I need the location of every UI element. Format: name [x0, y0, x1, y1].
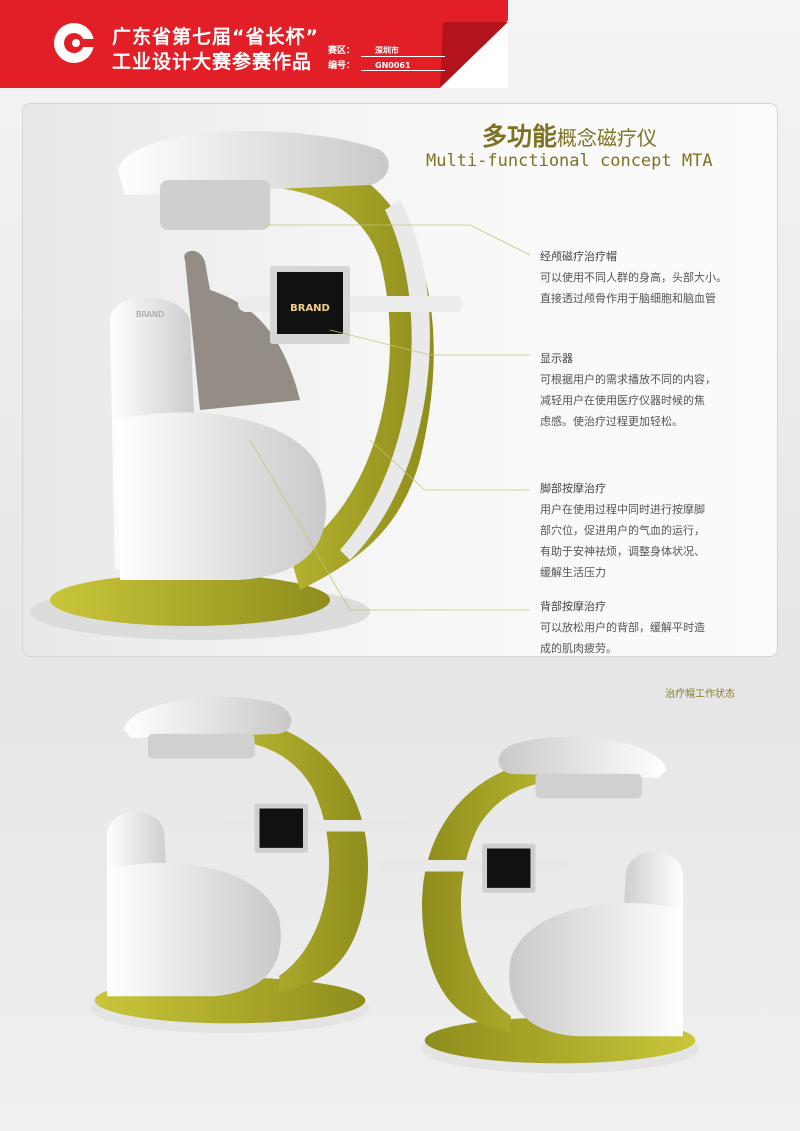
header-banner: 广东省第七届“省长杯” 工业设计大赛参赛作品 赛区：深圳市 编号：GN0061 [0, 0, 510, 88]
annotation-cap: 经颅磁疗治疗帽 可以使用不同人群的身高，头部大小。 直接透过颅骨作用于脑细胞和脑… [540, 250, 727, 305]
side-rendering-right [379, 737, 700, 1074]
cap-working-caption: 治疗帽工作状态 [665, 689, 735, 700]
monitor-brand: BRAND [290, 303, 330, 314]
competition-title-line2: 工业设计大赛参赛作品 [112, 51, 313, 73]
annotation-back-massage: 背部按摩治疗 可以放松用户的背部，缓解平时造 成的肌肉疲劳。 [540, 600, 705, 655]
logo-icon [54, 23, 96, 63]
poster-title: 多功能概念磁疗仪 [482, 122, 658, 151]
number-field: 编号：GN0061 [328, 58, 446, 71]
annotation-foot-massage: 脚部按摩治疗 用户在使用过程中同时进行按摩脚 部穴位，促进用户的气血的运行， 有… [540, 482, 705, 579]
competition-title-line1: 广东省第七届“省长杯” [112, 26, 319, 48]
annotation-display: 显示器 可根据用户的需求播放不同的内容， 减轻用户在使用医疗仪器时候的焦 虑感。… [540, 352, 716, 428]
region-field: 赛区：深圳市 [328, 43, 446, 57]
side-rendering-left [90, 697, 411, 1034]
poster-subtitle: Multi-functional concept MTA [426, 151, 713, 171]
banner-background [0, 0, 508, 88]
chair-brand: BRAND [136, 310, 164, 319]
main-product-rendering: BRAND BRAND [30, 131, 531, 640]
